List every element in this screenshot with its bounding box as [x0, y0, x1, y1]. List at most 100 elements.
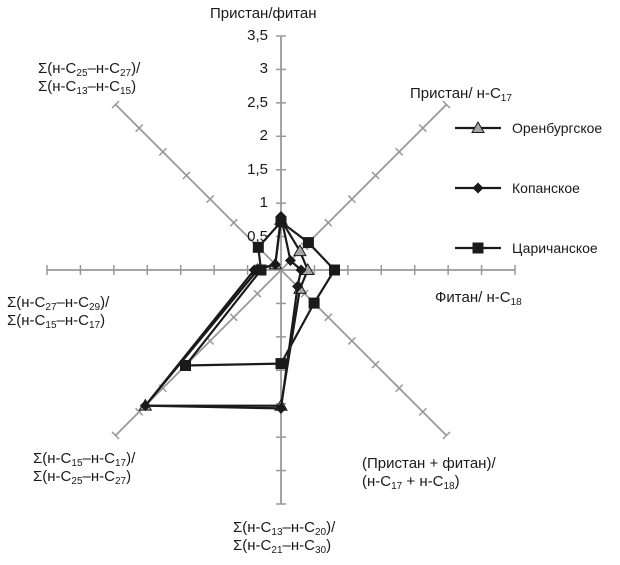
axis-label-2-seg-0-1: 18: [510, 297, 522, 308]
series-0-point-1: [293, 244, 307, 257]
axis-tick-3-2: [347, 336, 356, 345]
axis-tick-3-3: [371, 360, 380, 369]
axis-label-4-seg-0-3: 20: [314, 527, 327, 538]
axis-label-6: Σ(н-C27–н-C29)/Σ(н-C15–н-C17): [7, 294, 110, 331]
tick-label-4: 2,5: [247, 93, 268, 111]
series-2-point-2: [328, 264, 340, 276]
axis-label-6-seg-1-1: 15: [45, 320, 57, 331]
tick-label-1: 1: [259, 194, 268, 212]
series-1-point-4: [275, 402, 287, 414]
series-2-point-7: [252, 241, 264, 253]
axis-label-3-line-0: (Пристан + фитан)/: [362, 455, 496, 473]
legend-item-0: Оренбургское: [453, 118, 620, 138]
axis-tick-1-4: [395, 147, 404, 156]
axis-label-5-seg-1-3: 27: [114, 476, 127, 487]
axis-label-7-seg-1-3: 15: [119, 86, 132, 97]
axis-tick-7-4: [158, 147, 167, 156]
legend-marker-0: [471, 120, 485, 133]
legend-label-1: Копанское: [512, 180, 580, 196]
legend-swatch-2: [455, 242, 501, 254]
axis-label-4-seg-1-4: ): [326, 537, 332, 554]
series-1-point-7: [269, 258, 281, 270]
axis-tick-7-6: [111, 100, 120, 109]
axis-label-4-seg-1-3: 30: [314, 545, 327, 556]
axis-tick-1-2: [347, 195, 356, 204]
axis-label-4-seg-1-1: 21: [271, 545, 283, 556]
axis-label-1-seg-0-0: Пристан/ н-C: [410, 85, 501, 102]
axis-label-7-seg-1-4: ): [131, 78, 137, 95]
axis-line-3: [280, 269, 448, 437]
legend-marker-2: [472, 242, 484, 254]
tick-label-3: 2: [259, 127, 268, 145]
axis-label-0-seg-0-0: Пристан/фитан: [210, 5, 317, 22]
axis-tick-3-5: [418, 407, 427, 416]
axis-label-1-seg-0-1: 17: [500, 93, 512, 104]
series-1-point-1: [284, 255, 296, 267]
axis-label-7-line-1: Σ(н-C13–н-C15): [38, 78, 140, 97]
axis-label-6-seg-0-0: Σ(н-C: [7, 294, 46, 311]
axis-label-4-seg-1-2: –н-C: [282, 537, 315, 554]
axis-label-3-seg-1-0: (н-C: [362, 473, 392, 490]
axis-label-6-seg-0-4: )/: [100, 294, 110, 311]
axis-label-5-seg-1-1: 25: [71, 476, 83, 487]
axis-label-3-seg-1-1: 17: [391, 481, 403, 492]
axis-label-2-seg-0-0: Фитан/ н-C: [435, 289, 511, 306]
axis-label-7-line-0: Σ(н-C25–н-C27)/: [38, 60, 140, 79]
axis-label-6-seg-1-4: ): [100, 312, 106, 329]
radar-axes: [46, 35, 516, 505]
axis-tick-1-5: [418, 124, 427, 133]
axis-label-6-seg-1-2: –н-C: [56, 312, 89, 329]
axis-label-3-seg-1-2: + н-C: [402, 473, 444, 490]
axis-tick-5-1: [229, 313, 238, 322]
series-2-point-6: [255, 264, 267, 276]
axis-label-7-seg-1-0: Σ(н-C: [38, 78, 77, 95]
axis-label-5-seg-0-3: 17: [114, 458, 127, 469]
axis-label-7-seg-0-3: 27: [119, 68, 132, 79]
axis-label-6-seg-0-2: –н-C: [56, 294, 89, 311]
axis-label-4-seg-0-4: )/: [326, 519, 336, 536]
axis-label-3-seg-1-4: ): [454, 473, 460, 490]
axis-tick-7-1: [229, 218, 238, 227]
axis-label-5-seg-1-0: Σ(н-C: [33, 468, 72, 485]
axis-label-6-seg-1-0: Σ(н-C: [7, 312, 46, 329]
radar-series: [138, 211, 340, 414]
series-2-point-1: [302, 237, 314, 249]
axis-tick-1-3: [371, 171, 380, 180]
axis-label-6-seg-1-3: 17: [88, 320, 101, 331]
legend-item-1: Копанское: [453, 178, 620, 198]
tick-label-6: 3,5: [247, 27, 268, 44]
axis-label-1: Пристан/ н-C17: [410, 85, 512, 104]
axis-label-5-seg-1-2: –н-C: [82, 468, 115, 485]
axis-tick-5-5: [135, 407, 144, 416]
axis-tick-1-1: [324, 218, 333, 227]
axis-label-4: Σ(н-C13–н-C20)/Σ(н-C21–н-C30): [233, 519, 336, 556]
axis-label-7-seg-0-0: Σ(н-C: [38, 60, 77, 77]
series-2-point-3: [308, 297, 320, 309]
series-2-point-5: [180, 359, 192, 371]
axis-label-5-seg-1-4: ): [126, 468, 132, 485]
tick-label-0: 0,5: [247, 227, 268, 245]
axis-tick-5-0: [253, 289, 262, 298]
axis-label-0: Пристан/фитан: [210, 5, 317, 23]
axis-tick-5-6: [111, 431, 120, 440]
series-1-point-3: [292, 281, 304, 293]
axis-tick-7-2: [206, 195, 215, 204]
axis-label-4-seg-0-2: –н-C: [282, 519, 315, 536]
axis-label-5-line-0: Σ(н-C15–н-C17)/: [33, 450, 135, 469]
legend-marker-1: [472, 182, 484, 194]
axis-label-4-seg-0-0: Σ(н-C: [233, 519, 272, 536]
axis-label-5-line-1: Σ(н-C25–н-C27): [33, 468, 135, 487]
axis-label-6-seg-0-3: 29: [88, 302, 101, 313]
axis-label-7-seg-1-1: 13: [76, 86, 88, 97]
legend-swatch-0: [455, 120, 501, 133]
axis-tick-7-5: [135, 124, 144, 133]
axis-label-3-line-1: (н-C17 + н-C18): [362, 473, 496, 492]
axis-tick-3-6: [442, 431, 451, 440]
axis-label-3-seg-0-0: (Пристан + фитан)/: [362, 455, 496, 472]
axis-label-5: Σ(н-C15–н-C17)/Σ(н-C25–н-C27): [33, 450, 135, 487]
axis-label-3-seg-1-3: 18: [443, 481, 455, 492]
axis-tick-7-3: [182, 171, 191, 180]
axis-label-7-seg-1-2: –н-C: [87, 78, 120, 95]
axis-label-4-line-1: Σ(н-C21–н-C30): [233, 537, 335, 556]
